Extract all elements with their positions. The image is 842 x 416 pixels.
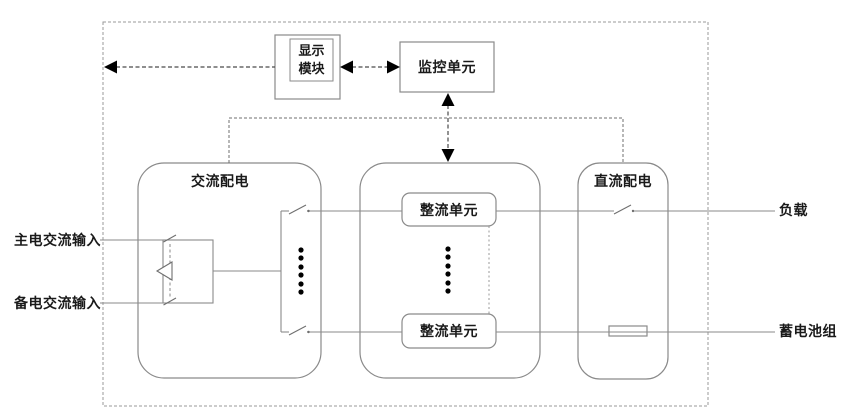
ac-distribution-label: 交流配电: [191, 173, 249, 189]
rectifier-unit-bottom-label: 整流单元: [420, 323, 478, 339]
ac-top-breaker-pivot-dot: [307, 209, 310, 213]
rectifier-top-down-arrowhead-icon: [441, 149, 455, 162]
rectifier-ellipsis-dots: [445, 246, 451, 294]
load-label: 负载: [779, 202, 808, 218]
transfer-switch-block: [155, 234, 214, 306]
dc-distribution-label: 直流配电: [594, 173, 652, 189]
display-module-label: 显示 模块: [290, 39, 333, 81]
ac-bottom-breaker-switch-icon: [288, 325, 307, 336]
battery-group-label: 蓄电池组: [779, 323, 837, 339]
monitor-left-edge-arrowhead-icon: [387, 60, 400, 74]
dc-breaker-pivot-dot: [631, 209, 635, 213]
rectifier-unit-top-label: 整流单元: [420, 201, 478, 218]
left-arrowhead-icon: [104, 60, 117, 74]
system-boundary-dashed-border: [102, 21, 709, 407]
battery-fuse-icon: [608, 325, 648, 337]
ac-branches-ellipsis-dots: [298, 247, 304, 295]
display-right-edge-arrowhead-icon: [340, 60, 353, 74]
main-ac-input-label: 主电交流输入: [14, 232, 101, 248]
monitoring-unit-label: 监控单元: [418, 59, 476, 75]
breaker-switches: [288, 204, 635, 336]
signal-arrows: [116, 66, 449, 150]
transfer-switch-top-blade-icon: [163, 234, 177, 243]
ac-bottom-breaker-pivot-dot: [307, 330, 310, 334]
rectifier-unit-top-box: [401, 192, 497, 227]
arrowheads: [104, 60, 455, 162]
monitoring-bus-dashed-line: [228, 117, 624, 163]
display-module-inner-box: [289, 38, 334, 82]
monitoring-unit-box: [399, 41, 495, 93]
ac-top-breaker-switch-icon: [288, 204, 307, 215]
power-wires: [100, 210, 775, 333]
transfer-switch-triangle-icon: [155, 261, 173, 281]
dc-breaker-switch-icon: [613, 204, 632, 215]
rectifier-unit-bottom-box: [401, 313, 497, 349]
transfer-switch-bottom-blade-icon: [163, 297, 177, 306]
display-module-label-line2: 模块: [298, 61, 325, 76]
dc-distribution-box: [577, 162, 669, 380]
backup-ac-input-label: 备电交流输入: [14, 295, 101, 311]
display-module-label-line1: 显示: [298, 43, 325, 58]
monitor-bottom-up-arrowhead-icon: [441, 93, 455, 106]
